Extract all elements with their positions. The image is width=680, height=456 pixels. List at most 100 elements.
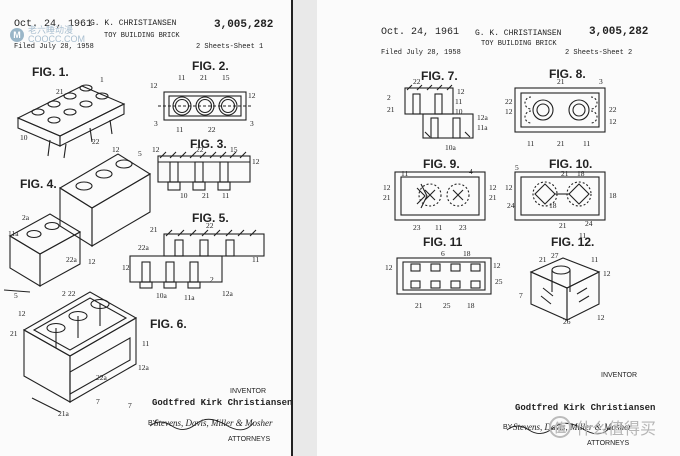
svg-text:22a: 22a <box>138 243 150 252</box>
inventor-line: G. K. CHRISTIANSEN <box>90 19 177 28</box>
fig-4-bricks <box>3 153 152 293</box>
svg-text:10: 10 <box>455 107 463 116</box>
svg-text:12: 12 <box>152 145 160 154</box>
svg-text:23: 23 <box>413 223 421 232</box>
fig-3-label: FIG. 3. <box>190 137 227 151</box>
svg-text:6: 6 <box>441 249 445 258</box>
patent-date: Oct. 24, 1961 <box>381 27 460 38</box>
svg-text:11: 11 <box>435 223 442 232</box>
svg-text:22: 22 <box>68 289 76 298</box>
svg-text:22: 22 <box>208 125 216 134</box>
svg-text:18: 18 <box>463 249 471 258</box>
by-label: BY <box>148 420 158 427</box>
svg-text:22: 22 <box>206 221 214 230</box>
svg-text:18: 18 <box>577 169 585 178</box>
svg-text:11a: 11a <box>477 123 488 132</box>
svg-text:5: 5 <box>14 291 18 300</box>
svg-text:21a: 21a <box>58 409 70 418</box>
inventor-caption: INVENTOR <box>601 372 638 379</box>
fig-8-plan <box>514 87 606 133</box>
svg-text:11a: 11a <box>8 229 19 238</box>
fig-2-plan <box>158 91 252 121</box>
filed-date: Filed July 28, 1958 <box>14 43 94 51</box>
fig-3-section <box>157 151 251 191</box>
svg-text:26: 26 <box>563 317 571 326</box>
svg-text:11: 11 <box>583 139 590 148</box>
svg-text:12: 12 <box>505 107 513 116</box>
svg-text:2: 2 <box>210 275 214 284</box>
svg-text:21: 21 <box>415 301 423 310</box>
svg-text:12: 12 <box>122 263 130 272</box>
svg-text:4: 4 <box>469 167 473 176</box>
svg-text:21: 21 <box>561 169 569 178</box>
fig-7-label: FIG. 7. <box>421 69 458 83</box>
svg-text:11a: 11a <box>184 293 195 302</box>
inventor-caption: INVENTOR <box>230 388 267 395</box>
svg-text:21: 21 <box>387 105 395 114</box>
attorneys-caption: ATTORNEYS <box>228 436 271 443</box>
svg-text:12: 12 <box>252 157 260 166</box>
svg-text:25: 25 <box>495 277 503 286</box>
svg-text:25: 25 <box>443 301 451 310</box>
svg-text:11: 11 <box>579 231 586 240</box>
svg-text:12: 12 <box>248 91 256 100</box>
svg-text:23: 23 <box>459 223 467 232</box>
fig-1-brick <box>16 84 126 159</box>
svg-text:10a: 10a <box>156 291 168 300</box>
svg-text:11: 11 <box>591 255 598 264</box>
svg-text:18: 18 <box>549 201 557 210</box>
svg-text:10a: 10a <box>445 143 457 152</box>
svg-text:11: 11 <box>401 169 408 178</box>
svg-text:11: 11 <box>176 125 183 134</box>
attorneys-signature: Stevens, Davis, Miller & Mosher <box>513 422 632 432</box>
svg-text:12: 12 <box>385 263 393 272</box>
fig-11-plan <box>396 257 492 295</box>
svg-text:22: 22 <box>505 97 513 106</box>
svg-text:21: 21 <box>200 73 208 82</box>
svg-text:22: 22 <box>92 137 100 146</box>
fig-2-label: FIG. 2. <box>192 59 229 73</box>
fig-7-section <box>404 84 474 139</box>
svg-text:21: 21 <box>10 329 18 338</box>
svg-text:18: 18 <box>609 191 617 200</box>
svg-text:21: 21 <box>557 77 565 86</box>
svg-text:12: 12 <box>18 309 26 318</box>
sheet-label: 2 Sheets-Sheet 1 <box>196 43 264 51</box>
patent-title: TOY BUILDING BRICK <box>481 40 557 48</box>
svg-text:7: 7 <box>96 397 100 406</box>
watermark-brand: 老六睡动漫 <box>28 25 74 35</box>
svg-text:11: 11 <box>222 191 229 200</box>
svg-text:12: 12 <box>457 87 465 96</box>
svg-text:3: 3 <box>154 119 158 128</box>
patent-sheet-2: Oct. 24, 1961 G. K. CHRISTIANSEN 3,005,2… <box>317 0 680 456</box>
svg-text:24: 24 <box>507 201 515 210</box>
svg-text:2: 2 <box>62 289 66 298</box>
patent-date: Oct. 24, 1961 <box>14 19 93 30</box>
svg-text:21: 21 <box>489 193 497 202</box>
patent-sheet-1: Oct. 24, 1961 G. K. CHRISTIANSEN 3,005,2… <box>0 0 292 456</box>
filed-date: Filed July 28, 1958 <box>381 49 461 57</box>
fig-9-plan <box>394 171 486 221</box>
fig-12-label: FIG. 12. <box>551 235 595 249</box>
patent-title: TOY BUILDING BRICK <box>104 32 180 40</box>
watermark-right-text: 什么值得买 <box>575 421 656 438</box>
svg-text:11: 11 <box>178 73 185 82</box>
fig-1-label: FIG. 1. <box>32 65 69 79</box>
svg-text:1: 1 <box>100 75 104 84</box>
fig-12-cutaway <box>529 257 601 321</box>
fig-5-label: FIG. 5. <box>192 211 229 225</box>
svg-text:22a: 22a <box>96 373 108 382</box>
by-label: BY <box>503 424 513 431</box>
fig-9-label: FIG. 9. <box>423 157 460 171</box>
fig-10-plan <box>514 171 606 221</box>
fig-11-label: FIG. 11 <box>423 235 463 249</box>
svg-text:21: 21 <box>383 193 391 202</box>
fig-5-section <box>129 229 265 289</box>
svg-text:22: 22 <box>609 105 617 114</box>
svg-text:12: 12 <box>603 269 611 278</box>
fig-6-brick <box>22 291 138 413</box>
svg-text:3: 3 <box>599 77 603 86</box>
svg-text:10: 10 <box>180 191 188 200</box>
svg-text:12a: 12a <box>222 289 234 298</box>
